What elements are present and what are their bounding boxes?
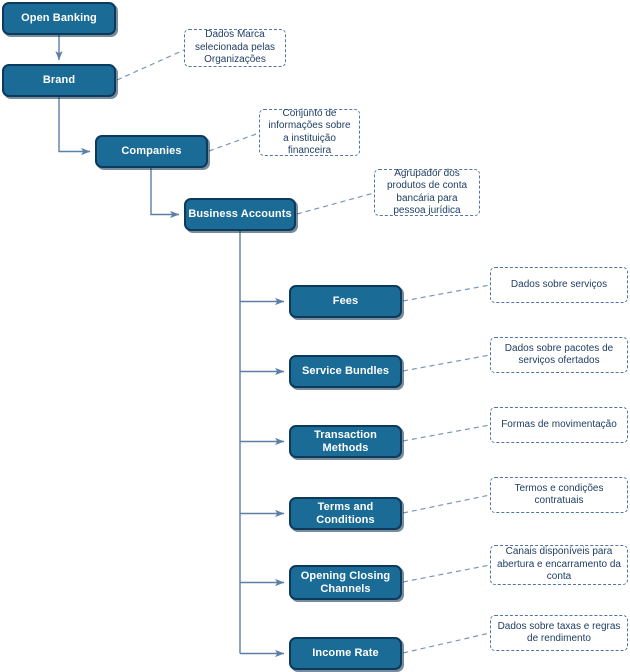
node-transaction-methods[interactable]: Transaction Methods [289, 425, 402, 458]
node-companies[interactable]: Companies [95, 135, 208, 168]
leader-opening-closing [402, 564, 491, 583]
node-service-bundles[interactable]: Service Bundles [289, 355, 402, 388]
note-service-bundles: Dados sobre pacotes de serviços ofertado… [490, 337, 628, 373]
leader-business-accounts [296, 192, 375, 215]
node-opening-closing-channels[interactable]: Opening Closing Channels [289, 565, 402, 600]
node-income-rate[interactable]: Income Rate [289, 637, 402, 670]
node-open-banking[interactable]: Open Banking [2, 2, 116, 35]
node-terms-and-conditions[interactable]: Terms and Conditions [289, 497, 402, 530]
edge-brand-to-companies [58, 97, 91, 156]
note-companies: Conjunto de informações sobre a institui… [259, 108, 360, 156]
note-fees: Dados sobre serviços [490, 267, 628, 303]
leader-terms [402, 494, 491, 514]
leader-brand [116, 49, 185, 81]
note-terms-and-conditions: Termos e condições contratuais [490, 477, 628, 513]
note-transaction-methods: Formas de movimentação [490, 407, 628, 443]
leader-companies [208, 132, 260, 152]
note-opening-closing-channels: Canais disponíveis para abertura e encar… [490, 545, 628, 585]
leader-transaction-methods [402, 424, 491, 442]
edge-business-accounts-trunk [239, 231, 285, 658]
node-business-accounts[interactable]: Business Accounts [184, 198, 296, 231]
note-business-accounts: Agrupador dos produtos de conta bancária… [374, 168, 480, 216]
edge-companies-to-business-accounts [150, 168, 180, 219]
note-income-rate: Dados sobre taxas e regras de rendimento [490, 615, 628, 651]
node-brand[interactable]: Brand [2, 64, 116, 97]
leader-income-rate [402, 632, 491, 654]
node-fees[interactable]: Fees [289, 285, 402, 318]
leader-fees [402, 284, 491, 302]
leader-service-bundles [402, 354, 491, 372]
note-brand: Dados Marca selecionada pelas Organizaçõ… [184, 29, 286, 67]
